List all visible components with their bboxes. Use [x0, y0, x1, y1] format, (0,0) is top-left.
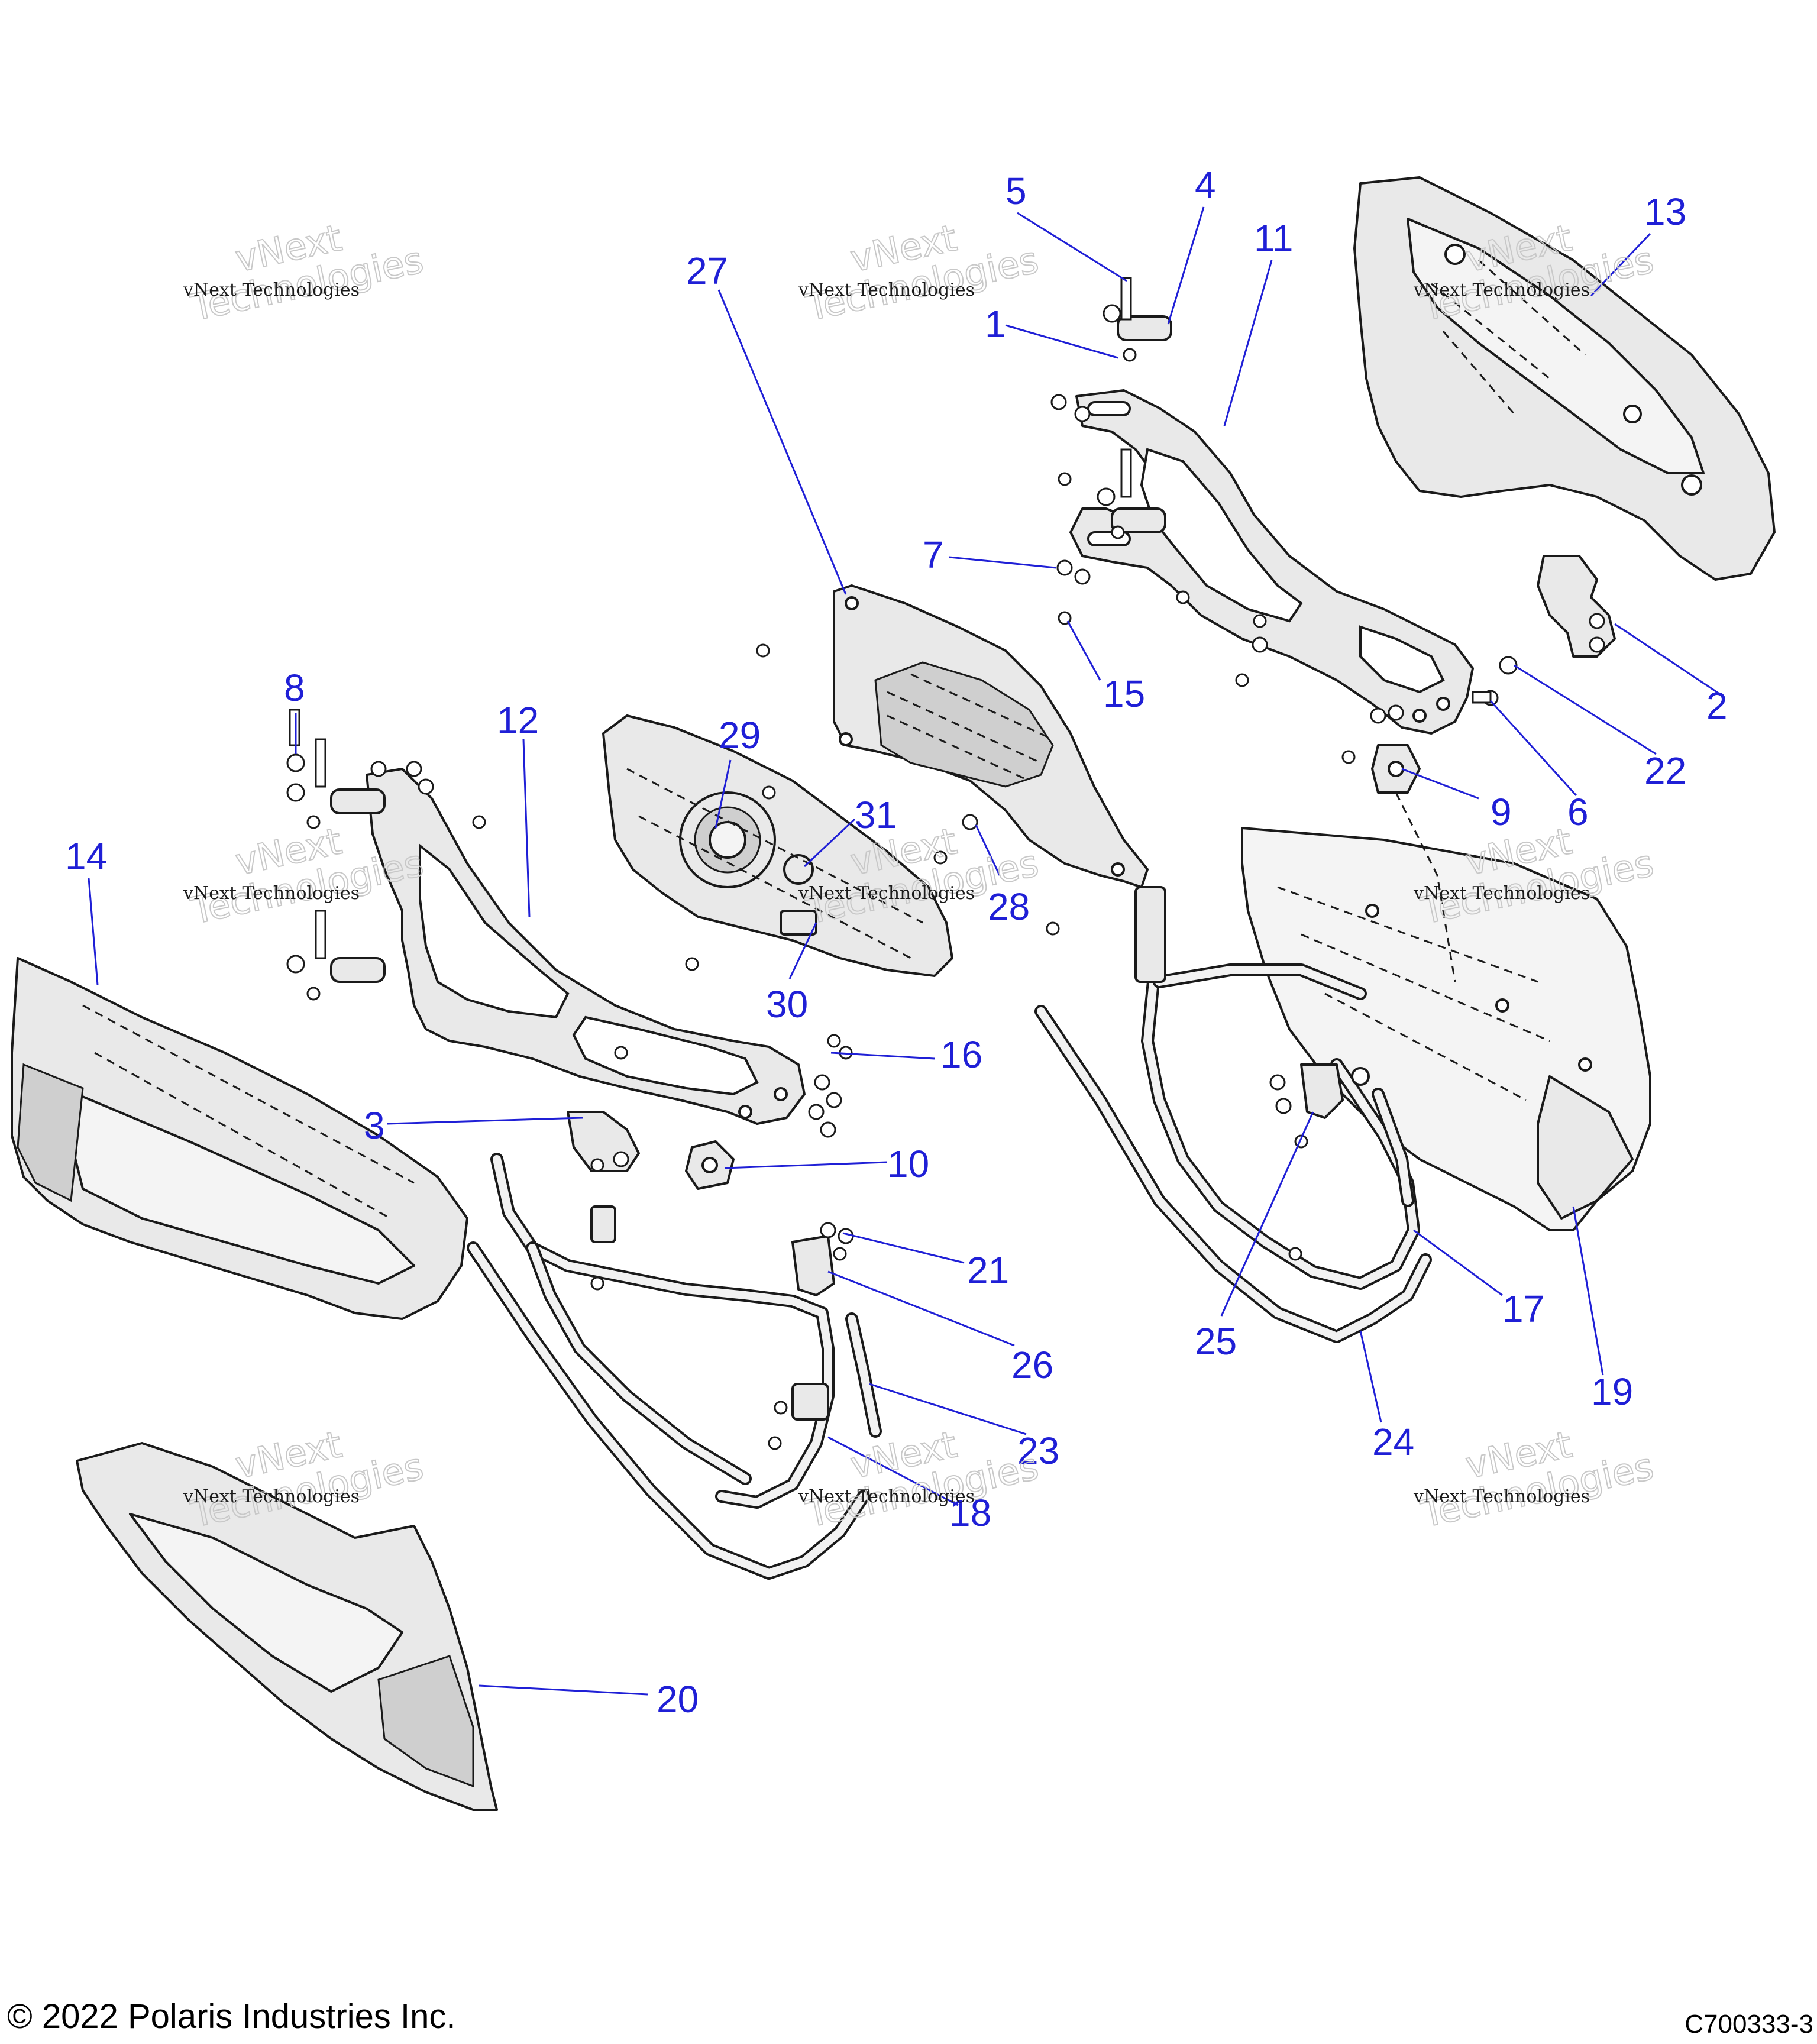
part-26-21-23 — [791, 1222, 882, 1438]
callout-29: 29 — [719, 714, 761, 756]
part-10-front-striker — [685, 1140, 735, 1190]
part-12-front-door-frame — [366, 768, 806, 1125]
callout-7: 7 — [923, 533, 944, 576]
callout-23: 23 — [1017, 1429, 1059, 1472]
callout-6: 6 — [1567, 791, 1589, 833]
callout-10: 10 — [887, 1143, 929, 1185]
svg-text:vNext Technologies: vNext Technologies — [798, 883, 975, 904]
drawing-code: C700333-3 — [1685, 2010, 1813, 2039]
callout-18: 18 — [949, 1492, 991, 1534]
part-9-rear-striker-plate — [1371, 744, 1421, 794]
svg-text:vNext Technologies: vNext Technologies — [1413, 883, 1590, 904]
part-6-22-strikers — [1472, 656, 1518, 706]
part-lower-rear-hinge — [1097, 448, 1166, 539]
callout-4: 4 — [1195, 164, 1216, 206]
callout-8: 8 — [284, 667, 305, 709]
callout-22: 22 — [1644, 749, 1686, 792]
callout-1: 1 — [985, 303, 1006, 345]
callout-5: 5 — [1006, 170, 1027, 212]
part-24-rear-seal — [1034, 1005, 1432, 1343]
callout-30: 30 — [766, 983, 808, 1026]
part-27-rear-trim-panel — [833, 584, 1149, 888]
callout-15: 15 — [1103, 672, 1145, 715]
part-17-rear-tube-frame — [1134, 886, 1420, 1290]
callout-27: 27 — [686, 250, 728, 292]
callout-11: 11 — [1254, 217, 1293, 260]
callout-labels: 5 4 11 13 27 1 7 15 2 22 8 12 29 9 6 31 … — [65, 164, 1728, 1720]
callout-9: 9 — [1491, 791, 1512, 833]
callout-3: 3 — [364, 1104, 385, 1147]
callout-20: 20 — [657, 1678, 699, 1720]
callout-14: 14 — [65, 835, 107, 878]
callout-12: 12 — [497, 699, 539, 742]
callout-16: 16 — [940, 1033, 982, 1076]
part-18-front-tube-frame — [490, 1153, 835, 1509]
part-4-upper-hinge — [1103, 277, 1172, 362]
watermark-1: vNext Technologies vNext Technologies — [183, 215, 428, 330]
watermark-9: vNext Technologies vNext Technologies — [1413, 1422, 1658, 1537]
rear-alignment-line — [1395, 792, 1456, 982]
callout-28: 28 — [988, 885, 1030, 928]
part-20-lower-door-panel — [76, 1442, 498, 1811]
svg-text:vNext Technologies: vNext Technologies — [798, 280, 975, 300]
svg-text:vNext Technologies: vNext Technologies — [183, 1486, 360, 1507]
part-3-front-latch — [567, 1111, 640, 1172]
callout-13: 13 — [1644, 190, 1686, 233]
callout-26: 26 — [1011, 1344, 1053, 1386]
copyright-notice: © 2022 Polaris Industries Inc. — [7, 1997, 456, 2036]
part-8-front-hinges — [286, 709, 386, 1001]
svg-text:vNext Technologies: vNext Technologies — [183, 883, 360, 904]
svg-text:vNext Technologies: vNext Technologies — [1413, 280, 1590, 300]
callout-21: 21 — [967, 1249, 1009, 1292]
rear-fasteners — [1050, 394, 1404, 764]
callout-24: 24 — [1372, 1421, 1414, 1463]
callout-31: 31 — [855, 794, 897, 836]
callout-2: 2 — [1706, 684, 1728, 727]
svg-text:vNext Technologies: vNext Technologies — [1413, 1486, 1590, 1507]
part-2-rear-latch — [1537, 555, 1616, 658]
part-11-rear-door-frame — [1069, 389, 1474, 735]
part-19-rear-door-outer — [1241, 827, 1651, 1231]
callout-19: 19 — [1591, 1370, 1633, 1413]
part-13-rear-door-panel — [1353, 176, 1776, 581]
front-door-seal — [467, 1241, 870, 1580]
part-16-fasteners — [808, 1034, 853, 1138]
part-speaker-panel — [602, 714, 953, 977]
leader-lines — [88, 206, 1722, 1696]
callout-25: 25 — [1195, 1320, 1237, 1363]
svg-text:vNext Technologies: vNext Technologies — [183, 280, 360, 300]
callout-17: 17 — [1502, 1288, 1544, 1330]
svg-text:vNext Technologies: vNext Technologies — [798, 1486, 975, 1507]
part-25-rear-bracket — [1269, 1063, 1414, 1207]
part-14-front-door-outer — [11, 957, 468, 1320]
